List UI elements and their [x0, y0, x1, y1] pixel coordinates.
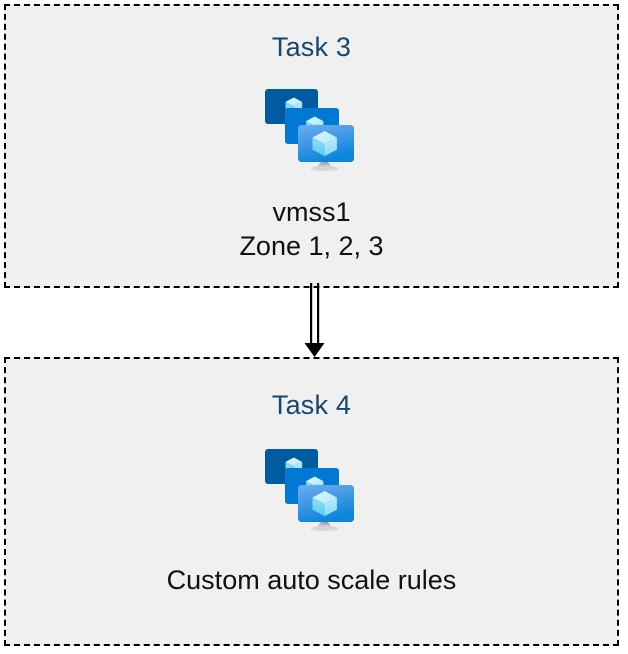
caption-line: Custom auto scale rules — [166, 565, 457, 595]
task-title: Task 3 — [271, 32, 352, 62]
task-caption: vmss1 Zone 1, 2, 3 — [239, 195, 383, 263]
task-box-task3[interactable]: Task 3 — [4, 4, 619, 288]
arrow-down-icon — [304, 283, 325, 357]
task-caption: Custom auto scale rules — [167, 563, 457, 597]
connector-arrow — [296, 283, 336, 359]
task-box-task4[interactable]: Task 4 — [4, 357, 619, 646]
vmss-icon-graphic — [264, 449, 354, 531]
caption-line: vmss1 — [272, 197, 351, 227]
virtual-machine-scale-set-icon — [259, 83, 365, 175]
virtual-machine-scale-set-icon — [259, 443, 365, 535]
vmss-icon-graphic — [264, 89, 354, 171]
caption-line: Zone 1, 2, 3 — [239, 231, 384, 261]
task-title: Task 4 — [271, 390, 352, 420]
